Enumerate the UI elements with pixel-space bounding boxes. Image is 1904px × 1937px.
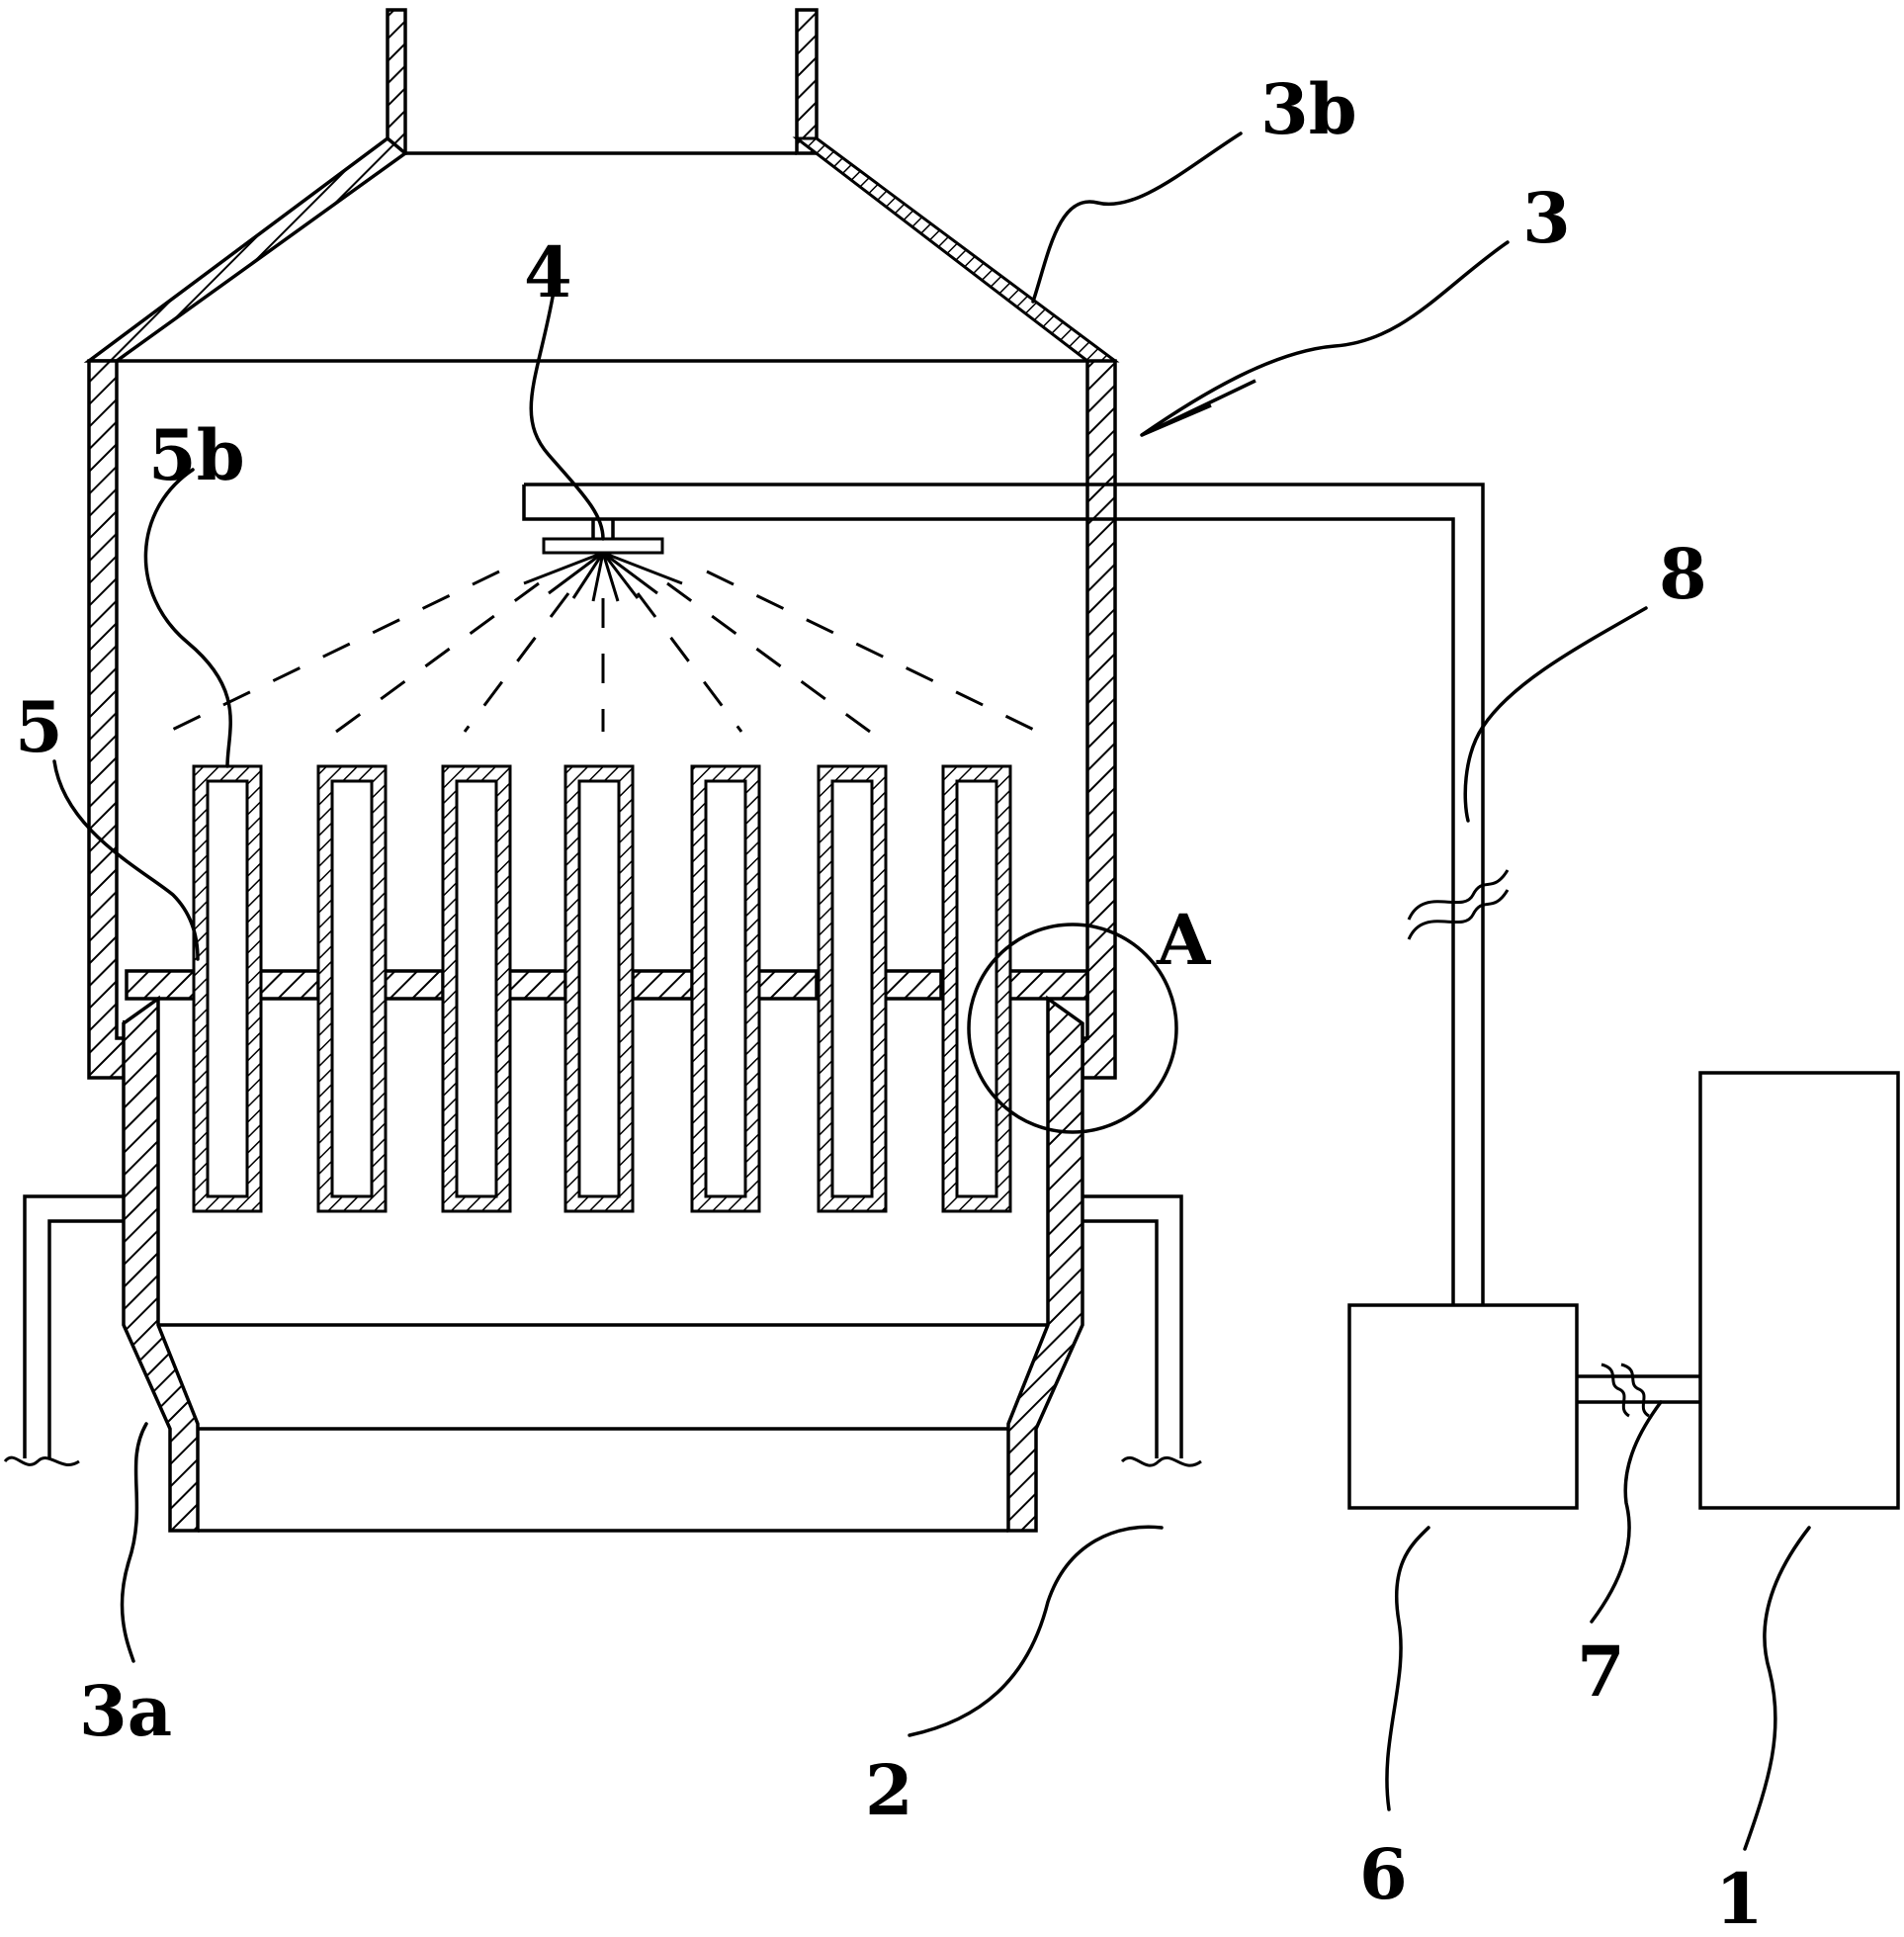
exhaust-neck-right-wall [797, 10, 817, 153]
lower-shell-left-wall [124, 999, 198, 1531]
label-4: 4 [524, 231, 572, 313]
label-6: 6 [1359, 1833, 1408, 1915]
unit-6-box [1349, 1305, 1577, 1508]
link-7 [1577, 1365, 1700, 1416]
heat-tube [443, 766, 510, 1211]
spray-pipe [524, 484, 1508, 1305]
label-5: 5 [15, 686, 63, 768]
heat-tube [194, 766, 261, 1211]
lower-shell-right-wall [1008, 999, 1082, 1531]
label-8: 8 [1659, 533, 1707, 615]
spray-nozzle [168, 519, 1038, 732]
label-2: 2 [865, 1749, 913, 1831]
label-a: A [1156, 899, 1212, 981]
heat-tube [819, 766, 886, 1211]
label-3: 3 [1522, 177, 1571, 259]
label-3b: 3b [1260, 68, 1357, 150]
heat-tube [318, 766, 386, 1211]
heat-tube [692, 766, 759, 1211]
unit-1-box [1700, 1073, 1898, 1508]
exhaust-neck-left-wall [388, 10, 405, 153]
label-3a: 3a [79, 1670, 172, 1752]
spray-fan [524, 553, 682, 601]
heat-tube [565, 766, 633, 1211]
label-1: 1 [1715, 1858, 1764, 1937]
label-7: 7 [1577, 1630, 1625, 1713]
roof-left-wall [89, 138, 405, 361]
spray-pattern [168, 572, 1038, 732]
roof-right-wall [797, 138, 1115, 361]
label-5b: 5b [148, 414, 245, 496]
upper-shell-left-wall [89, 361, 129, 1078]
